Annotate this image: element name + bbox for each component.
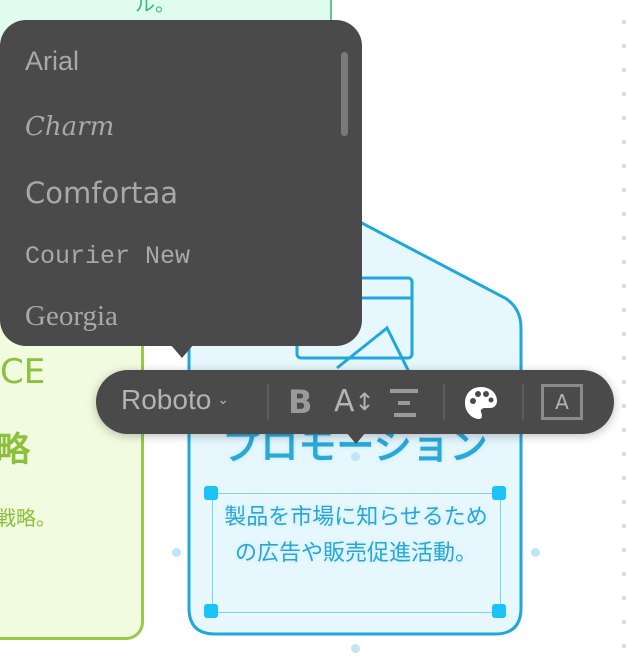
font-option-charm[interactable]: Charm — [25, 112, 115, 142]
green-card-body: 戦略。 — [0, 506, 56, 530]
palette-icon[interactable] — [464, 386, 498, 420]
vertical-arrows-icon: ↕ — [354, 387, 375, 416]
canvas-grid-edge — [622, 0, 626, 660]
resize-handle-tr[interactable] — [492, 486, 506, 500]
blue-card-description[interactable]: 製品を市場に知らせるための広告や販売促進活動。 — [224, 505, 488, 566]
bold-button[interactable]: B — [288, 383, 313, 421]
toolbar-divider — [267, 384, 269, 420]
textbox-style-button[interactable]: A — [541, 384, 583, 420]
text-format-toolbar — [96, 370, 614, 434]
green-card[interactable] — [0, 300, 144, 640]
green-card-heading: CE — [0, 352, 46, 392]
font-size-letter: A — [334, 384, 355, 419]
toolbar-divider — [443, 384, 445, 420]
mint-card-text: ル。 — [135, 0, 175, 16]
text-selection-box[interactable] — [212, 493, 501, 613]
toolbar-pointer — [346, 432, 366, 444]
connector-dot-left[interactable] — [172, 548, 181, 557]
font-dropdown-menu: Arial Charm Comfortaa Courier New Georgi… — [0, 20, 362, 346]
menu-scrollbar[interactable] — [341, 52, 348, 136]
connector-dot-bottom[interactable] — [351, 644, 360, 653]
font-size-button[interactable]: A ↕ — [334, 384, 375, 419]
font-select-value: Roboto — [121, 384, 212, 415]
font-select[interactable]: Roboto ⌄ — [121, 384, 229, 416]
green-card-title: 略 — [0, 430, 30, 470]
font-option-georgia[interactable]: Georgia — [25, 300, 118, 332]
menu-pointer — [170, 344, 194, 358]
resize-handle-bl[interactable] — [204, 604, 218, 618]
resize-handle-tl[interactable] — [204, 486, 218, 500]
resize-handle-br[interactable] — [492, 604, 506, 618]
font-option-comfortaa[interactable]: Comfortaa — [25, 176, 179, 210]
connector-dot-right[interactable] — [531, 548, 540, 557]
textbox-letter: A — [555, 390, 569, 414]
align-icon[interactable] — [390, 387, 420, 419]
font-option-arial[interactable]: Arial — [25, 46, 80, 76]
connector-dot-top[interactable] — [351, 452, 360, 461]
toolbar-divider — [522, 384, 524, 420]
font-option-courier-new[interactable]: Courier New — [25, 242, 191, 271]
chevron-down-icon: ⌄ — [217, 392, 230, 408]
